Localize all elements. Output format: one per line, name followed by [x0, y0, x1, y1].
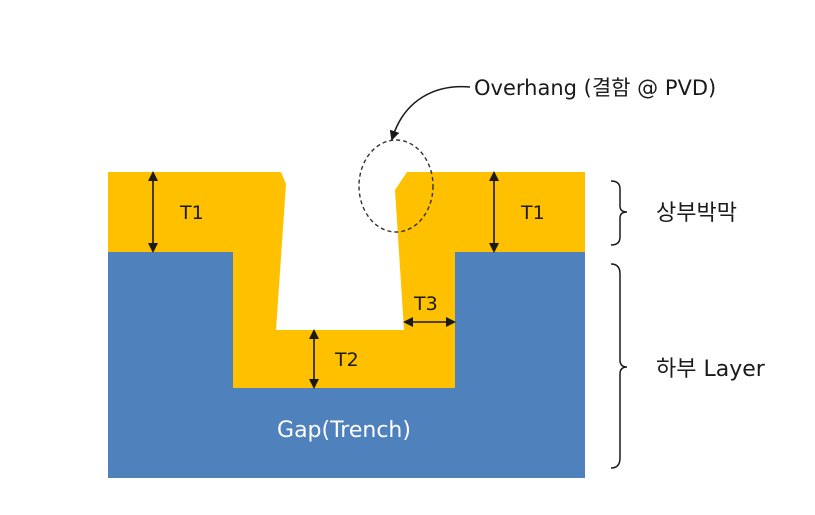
t2-label: T2: [334, 349, 359, 371]
t3-label: T3: [413, 293, 438, 315]
deposited-film: [108, 172, 585, 388]
upper-film-label: 상부박막: [656, 201, 737, 226]
lower-layer-bracket: [610, 263, 628, 469]
trench-label: Gap(Trench): [277, 418, 411, 443]
overhang-arrow-icon: [389, 85, 471, 141]
overhang-highlight-circle: [358, 139, 434, 233]
upper-film-bracket: [610, 180, 628, 246]
overhang-callout-label: Overhang (결함 @ PVD): [474, 76, 716, 100]
t1-left-label: T1: [179, 202, 204, 224]
t1-right-label: T1: [520, 202, 545, 224]
substrate-lower-layer: [108, 252, 585, 478]
lower-layer-label: 하부 Layer: [656, 357, 766, 382]
